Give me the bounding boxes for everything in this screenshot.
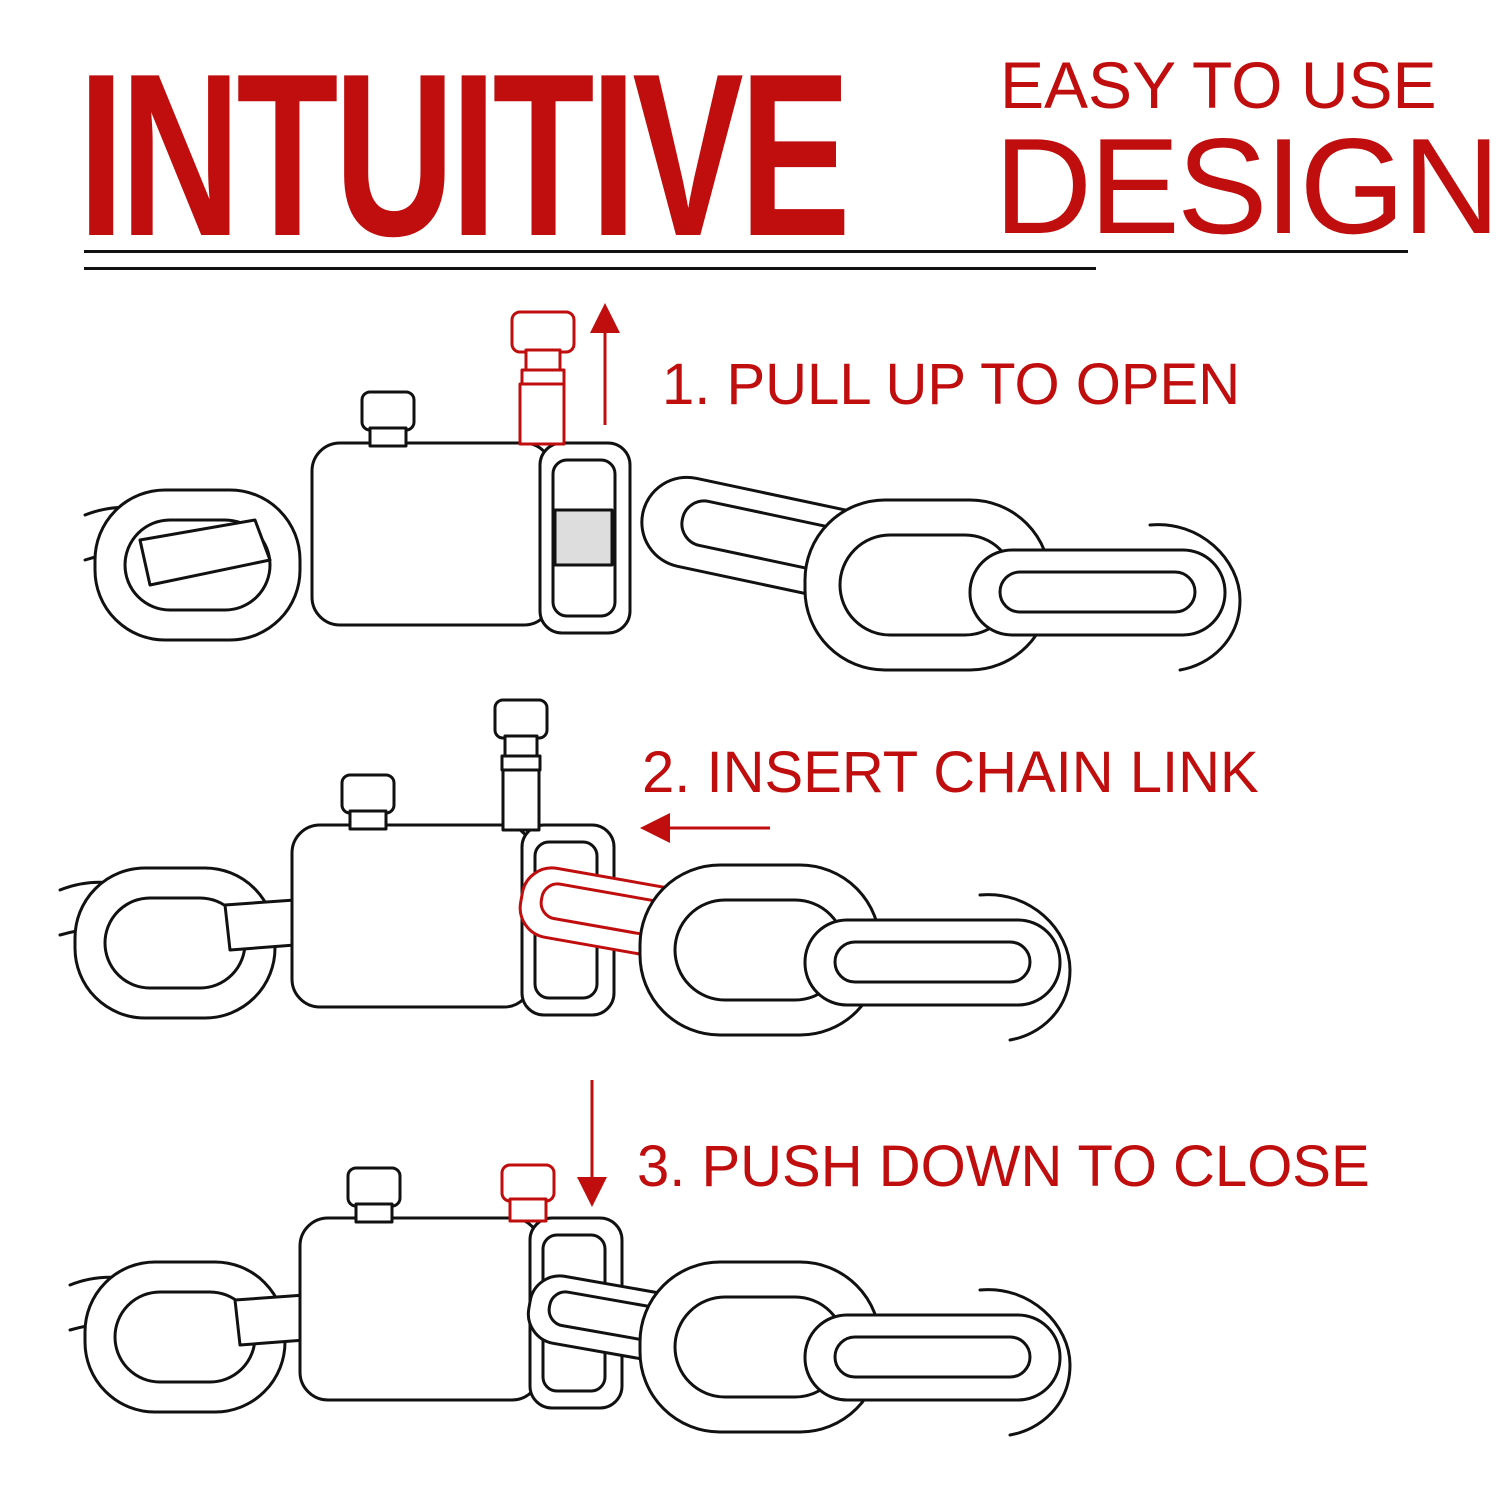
left-chain-link xyxy=(68,1260,307,1414)
release-pin-raised xyxy=(493,698,549,832)
step-2-label: 2. INSERT CHAIN LINK xyxy=(642,740,1259,805)
step-1-illustration xyxy=(83,310,1242,672)
fixed-pin xyxy=(360,390,416,448)
divider-line-long xyxy=(84,250,1408,253)
release-pin-raised xyxy=(510,310,576,446)
right-chain xyxy=(638,1260,1072,1437)
headline: INTUITIVE xyxy=(78,26,851,285)
right-chain xyxy=(640,475,1242,672)
lock-body xyxy=(310,441,632,635)
fixed-pin xyxy=(346,1166,402,1224)
step-3-illustration xyxy=(68,1163,1072,1437)
step-1-label: 1. PULL UP TO OPEN xyxy=(662,352,1241,417)
release-pin-lowered xyxy=(500,1163,556,1223)
subtitle-big: DESIGN xyxy=(994,110,1500,262)
subtitle-small: EASY TO USE xyxy=(1000,48,1437,122)
divider-line-short xyxy=(84,267,1096,270)
fixed-pin xyxy=(340,773,396,831)
left-chain-link xyxy=(83,488,302,642)
right-chain xyxy=(638,863,1072,1042)
step-3-label: 3. PUSH DOWN TO CLOSE xyxy=(637,1134,1370,1199)
left-chain-link xyxy=(58,866,297,1020)
step-2-illustration xyxy=(58,698,1072,1042)
